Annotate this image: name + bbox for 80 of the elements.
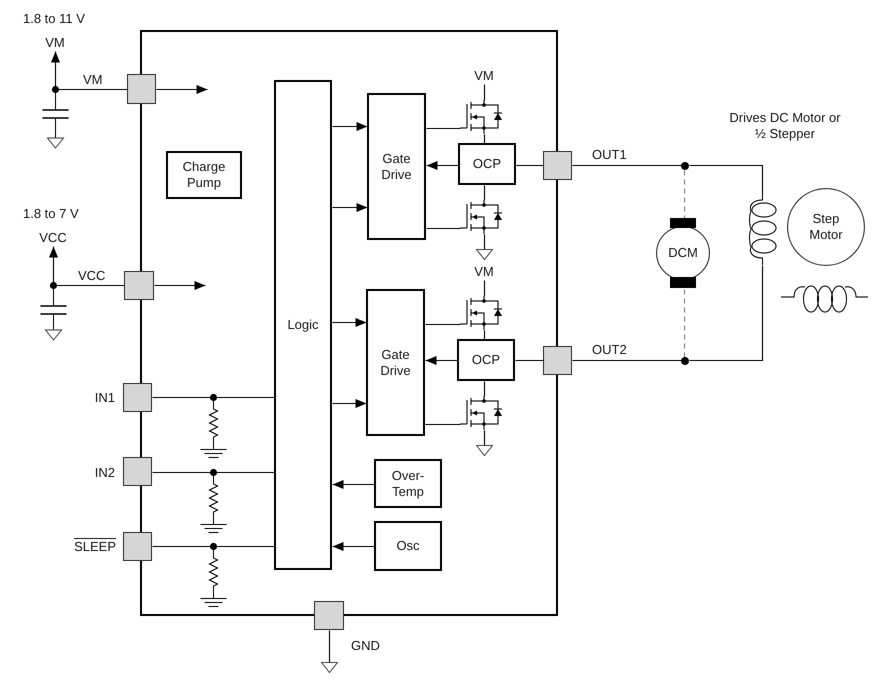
wire bbox=[572, 164, 682, 166]
voltage-range-label: 1.8 to 11 V bbox=[23, 10, 85, 26]
arrow bbox=[332, 122, 368, 131]
arrow bbox=[332, 318, 366, 327]
wire bbox=[484, 382, 486, 396]
arrow bbox=[426, 161, 458, 170]
mosfet-icon bbox=[460, 396, 505, 430]
pin-label: GND bbox=[351, 638, 380, 652]
block-label: OCP bbox=[472, 352, 500, 368]
supply-label: VM bbox=[45, 35, 65, 51]
motor-label: Step Motor bbox=[809, 211, 843, 243]
gate-drive-block bbox=[367, 93, 426, 240]
wire bbox=[426, 228, 460, 230]
wire bbox=[516, 164, 544, 166]
supply-label: VM bbox=[474, 264, 494, 280]
dc-motor-symbol bbox=[656, 218, 710, 288]
arrow bbox=[49, 246, 124, 286]
wire bbox=[152, 546, 274, 548]
wire bbox=[426, 324, 460, 326]
logic-block bbox=[274, 80, 332, 570]
oscillator-block bbox=[374, 521, 442, 571]
junction-dot-icon bbox=[680, 356, 688, 364]
mosfet-icon bbox=[460, 100, 505, 134]
wire bbox=[690, 266, 764, 362]
wire bbox=[484, 430, 486, 446]
arrow bbox=[332, 203, 368, 212]
note-text: Drives DC Motor or ½ Stepper bbox=[728, 110, 842, 142]
wire bbox=[426, 128, 460, 130]
motor-label: DCM bbox=[668, 245, 698, 261]
ground-icon bbox=[476, 249, 493, 260]
block-label: OCP bbox=[472, 156, 502, 172]
pin-label: OUT2 bbox=[592, 342, 627, 356]
block-label: Gate Drive bbox=[381, 150, 412, 182]
pin-label: SLEEP bbox=[74, 538, 116, 554]
supply-label: VCC bbox=[39, 230, 67, 246]
gate-drive-block bbox=[366, 289, 425, 436]
pin-label: OUT1 bbox=[592, 146, 627, 162]
over-temp-block bbox=[374, 459, 442, 508]
stepper-motor-symbol bbox=[787, 188, 865, 266]
dashed-line bbox=[684, 170, 686, 218]
mosfet-icon bbox=[460, 296, 505, 330]
ocp-block bbox=[457, 339, 515, 381]
pin-label: IN1 bbox=[94, 390, 115, 404]
coil-icon bbox=[748, 193, 777, 265]
wire bbox=[484, 186, 486, 200]
junction-dot-icon bbox=[680, 162, 688, 170]
block-label: Charge Pump bbox=[182, 159, 226, 191]
block-label: Osc bbox=[396, 538, 420, 554]
ground-icon bbox=[476, 445, 493, 456]
ground-icon bbox=[321, 662, 338, 673]
wire bbox=[484, 84, 486, 100]
wire bbox=[484, 234, 486, 250]
arrow bbox=[332, 399, 366, 408]
block-label: Gate Drive bbox=[380, 346, 411, 378]
arrow bbox=[426, 356, 458, 365]
arrow bbox=[156, 85, 208, 94]
arrow bbox=[332, 480, 374, 489]
wire bbox=[484, 280, 486, 296]
arrow bbox=[154, 281, 206, 290]
pin-label: VM bbox=[83, 72, 102, 86]
charge-pump-block bbox=[166, 151, 242, 199]
wire bbox=[690, 164, 764, 194]
ocp-block bbox=[458, 143, 516, 185]
pin-label: IN2 bbox=[94, 464, 115, 480]
voltage-range-label: 1.8 to 7 V bbox=[23, 206, 79, 220]
wire bbox=[426, 424, 460, 426]
mosfet-icon bbox=[460, 200, 505, 234]
wire bbox=[328, 630, 330, 662]
wire bbox=[516, 360, 544, 362]
wire bbox=[152, 396, 274, 398]
dashed-line bbox=[684, 288, 686, 358]
arrow bbox=[332, 542, 374, 551]
chip-boundary bbox=[140, 30, 558, 616]
wire bbox=[572, 360, 682, 362]
pin-label: VCC bbox=[78, 268, 106, 282]
arrow bbox=[51, 52, 128, 90]
block-label: Logic bbox=[287, 317, 319, 333]
supply-label: VM bbox=[474, 68, 494, 84]
wire bbox=[152, 472, 274, 474]
block-label: Over-Temp bbox=[392, 468, 424, 500]
